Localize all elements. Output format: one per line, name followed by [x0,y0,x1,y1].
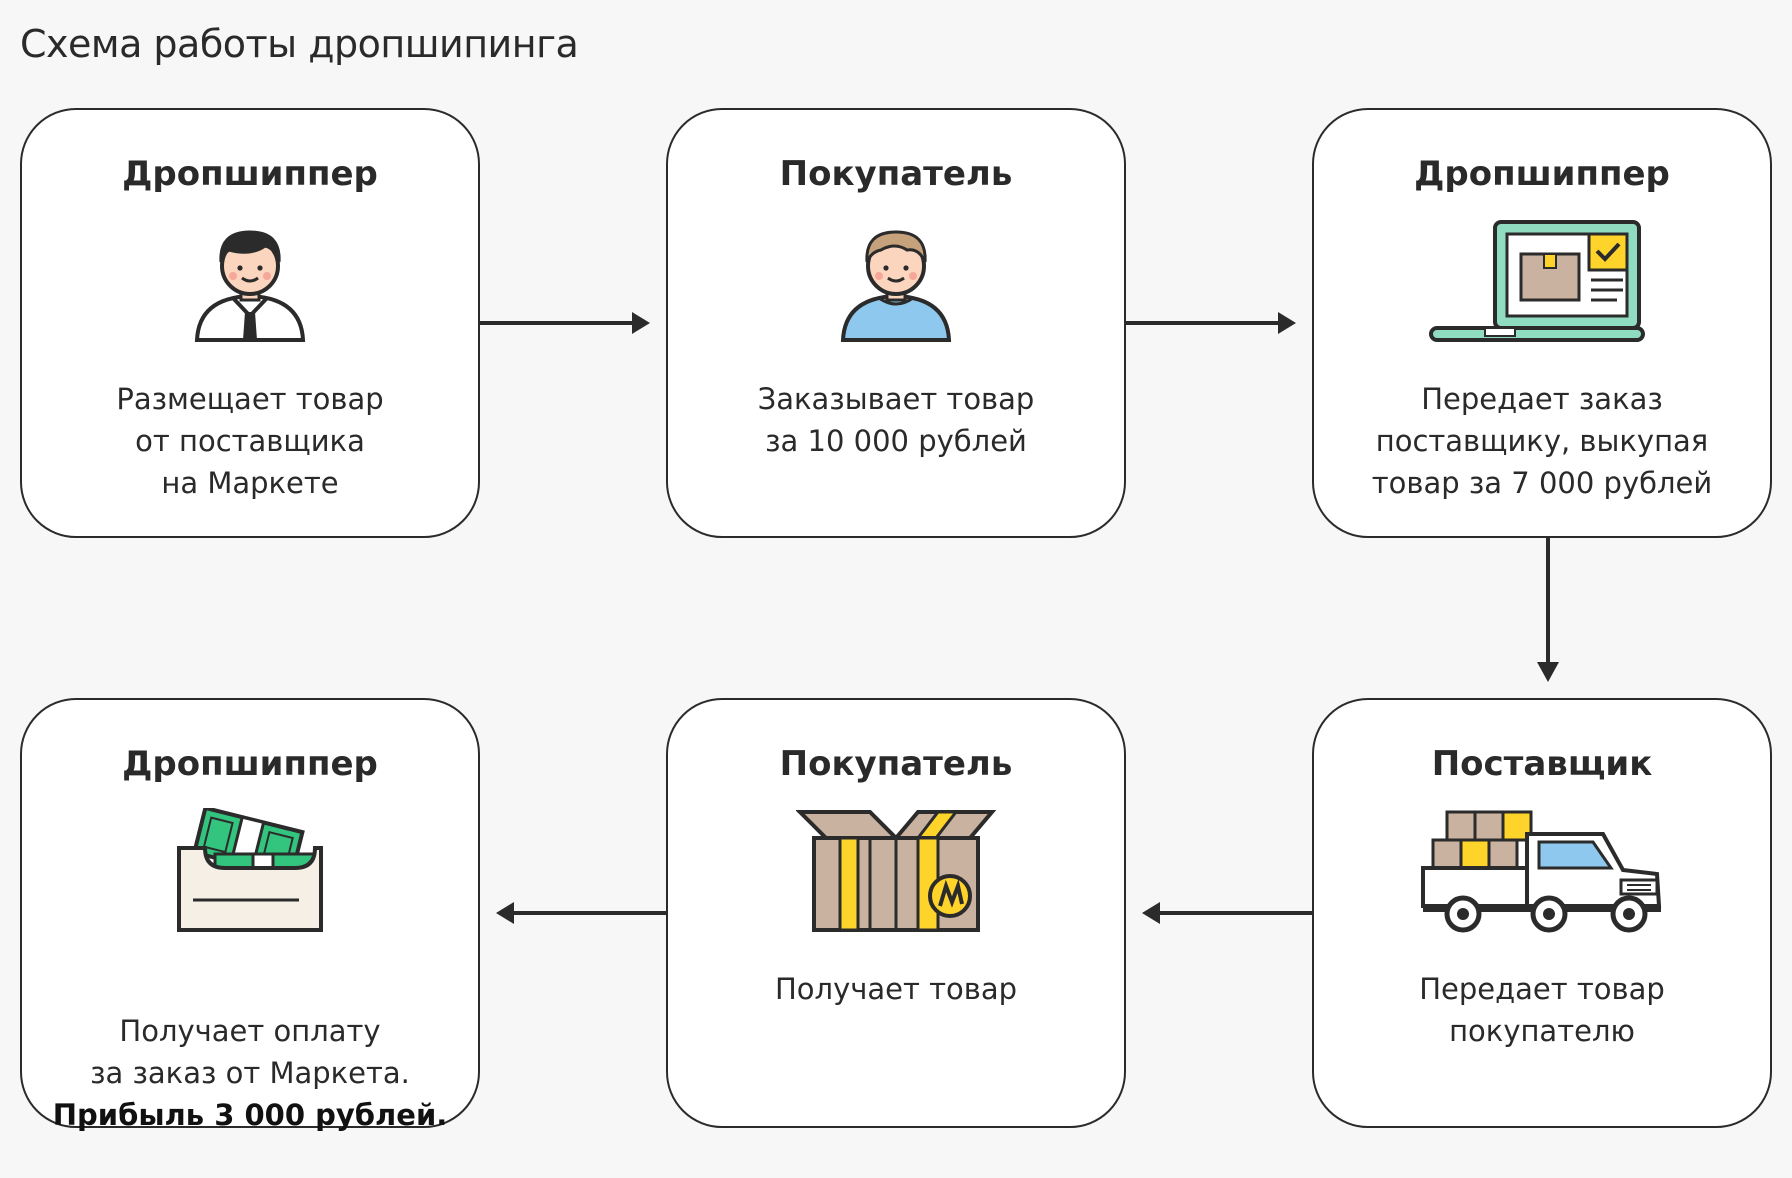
step-description: Передает товар покупателю [1419,972,1665,1048]
step-description: Передает заказ поставщику, выкупая товар… [1371,382,1713,500]
profit-highlight: Прибыль 3 000 рублей. [52,1098,448,1132]
step-role: Покупатель [779,744,1013,784]
step-description: Получает оплату за заказ от Маркета. При… [42,968,458,1178]
buyer-person-icon [831,218,961,352]
laptop-order-icon [1427,218,1657,352]
step-description: Заказывает товар за 10 000 рублей [757,382,1035,458]
step-role: Дропшиппер [1414,154,1670,194]
arrow-down [1537,538,1559,682]
arrow-left-1 [1142,902,1312,924]
delivery-truck-icon [1417,808,1667,942]
step-card-6: Дропшиппер Получает оплату за заказ от М… [20,698,480,1132]
step-role: Дропшиппер [122,154,378,194]
arrow-right-1 [480,312,650,334]
step-card-1: Дропшиппер Размещает товар от поставщика… [20,108,480,538]
step-description: Получает товар [774,972,1017,1006]
arrow-left-2 [496,902,666,924]
page-title: Схема работы дропшипинга [20,22,579,66]
step-description: Размещает товар от поставщика на Маркете [116,382,384,500]
step-role: Дропшиппер [122,744,378,784]
step-card-3: Дропшиппер Передает заказ поставщику, вы… [1312,108,1772,538]
arrow-right-2 [1126,312,1296,334]
step-role: Покупатель [779,154,1013,194]
step-card-5: Покупатель Получает товар [666,698,1126,1128]
market-box-icon [795,808,997,942]
step-card-4: Поставщик Передает товар покупателю [1312,698,1772,1128]
dropshipper-person-icon [185,218,315,352]
step-description-text: Получает оплату за заказ от Маркета. [90,1014,410,1090]
step-card-2: Покупатель Заказывает товар за 10 000 ру… [666,108,1126,538]
money-box-icon [175,805,325,942]
step-role: Поставщик [1431,744,1653,784]
